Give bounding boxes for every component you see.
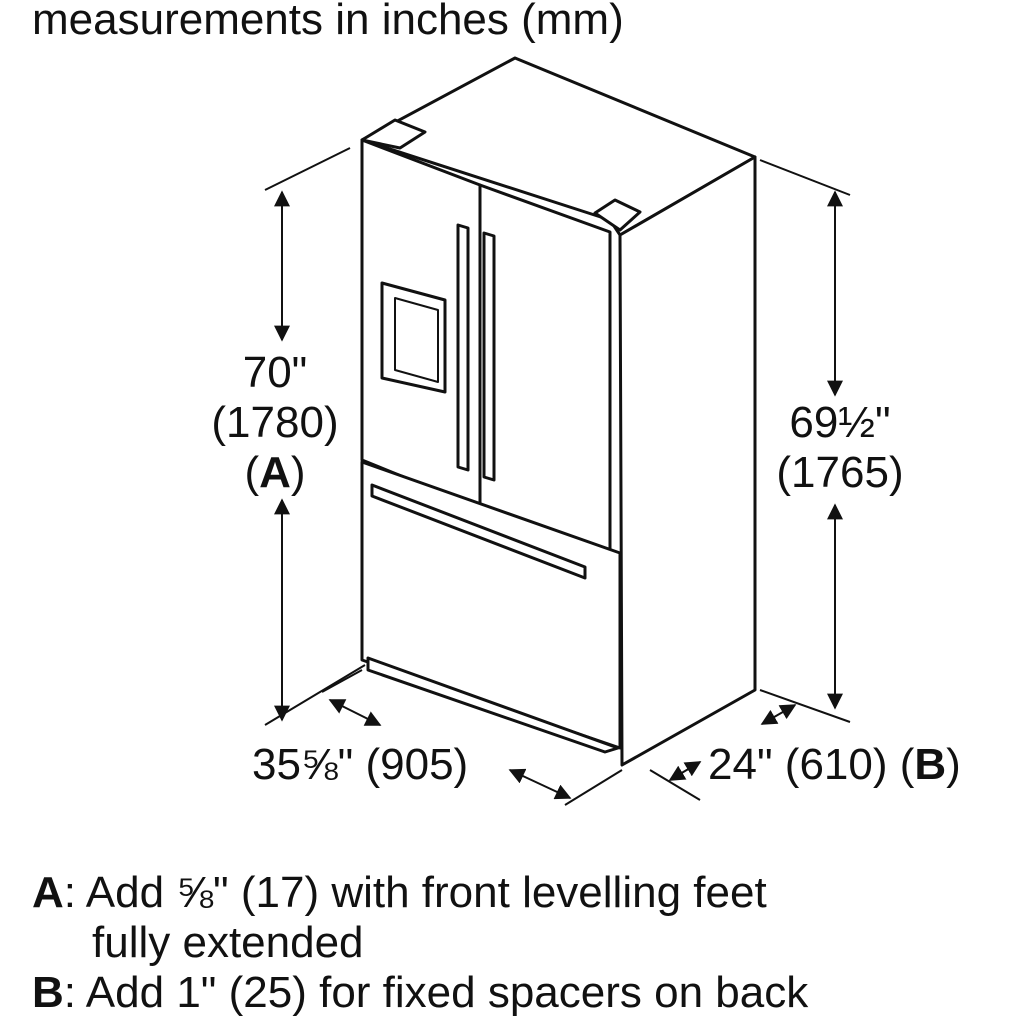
height-a-mm: (1780)	[211, 398, 339, 447]
height-b-mm: (1765)	[776, 448, 904, 497]
diagram-title: measurements in inches (mm)	[32, 0, 624, 44]
fridge-right-door	[478, 183, 612, 557]
height-b-inches: 69½"	[789, 398, 891, 447]
fridge-kick-plate	[366, 656, 620, 754]
width-label: 35⅝" (905)	[252, 740, 469, 789]
refrigerator-dimension-diagram	[264, 56, 851, 806]
height-a-inches: 70"	[242, 348, 308, 397]
depth-arrow	[668, 761, 702, 781]
depth-label: 24" (610) (B)	[708, 740, 961, 789]
note-a: A: Add ⅝" (17) with front levelling feet	[32, 868, 767, 917]
height-a-label: 70" (1780) (A)	[195, 348, 355, 498]
dimension-arrows	[274, 190, 843, 800]
footnotes: A: Add ⅝" (17) with front levelling feet…	[32, 868, 808, 1018]
dispenser-inner	[394, 297, 439, 383]
note-b: B: Add 1" (25) for fixed spacers on back	[32, 968, 809, 1017]
height-b-label: 69½" (1765)	[760, 398, 920, 498]
right-door-handle	[482, 231, 496, 482]
note-a-continuation: fully extended	[92, 918, 364, 967]
drawer-handle	[370, 483, 587, 580]
height-a-key: (A)	[244, 448, 306, 497]
refrigerator-icon	[360, 56, 757, 767]
hinge-left	[360, 118, 427, 150]
fridge-freezer-drawer	[360, 460, 622, 750]
width-arrow	[328, 699, 382, 726]
fridge-side	[618, 155, 757, 767]
left-door-handle	[456, 223, 470, 472]
hinge-right	[593, 198, 642, 232]
